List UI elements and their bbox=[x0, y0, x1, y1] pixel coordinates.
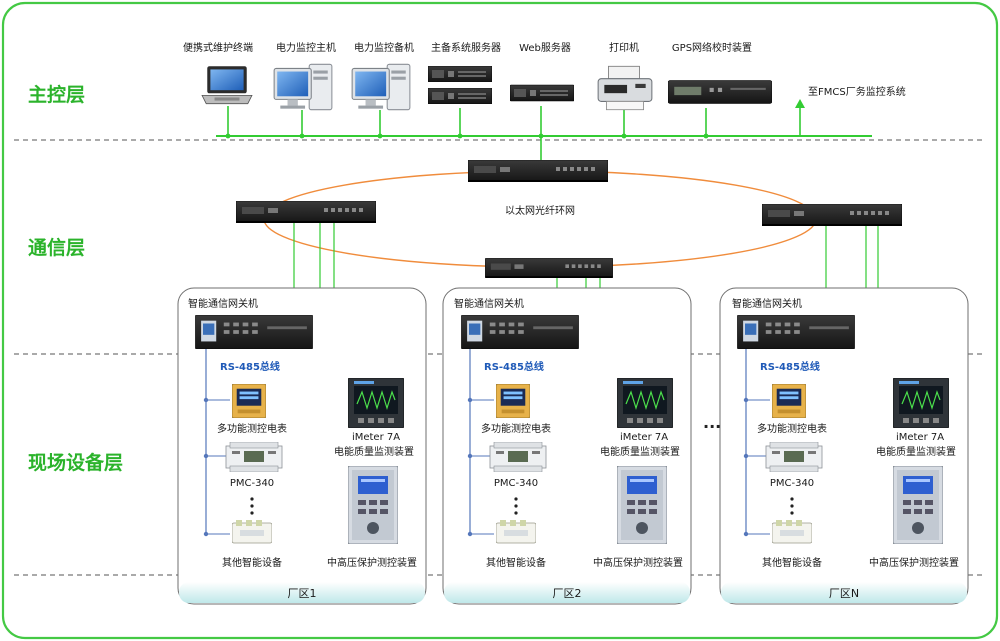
gateway-icon bbox=[736, 315, 856, 349]
gateway-label: 智能通信网关机 bbox=[732, 297, 802, 310]
gateway-label: 智能通信网关机 bbox=[454, 297, 524, 310]
protection-label: 中高压保护测控装置 bbox=[869, 556, 959, 569]
rs485-label: RS-485总线 bbox=[484, 360, 544, 373]
main-device-label: 打印机 bbox=[609, 41, 639, 54]
main-device-standby: 电力监控备机 bbox=[351, 41, 414, 111]
ellipsis-icon bbox=[514, 497, 518, 515]
rack-server-icon bbox=[428, 66, 492, 82]
main-device-label: Web服务器 bbox=[519, 41, 571, 54]
zone-name: 厂区1 bbox=[288, 587, 317, 600]
main-device-label: 便携式维护终端 bbox=[183, 41, 253, 54]
pmc-label: PMC-340 bbox=[770, 478, 814, 489]
zone-n: 厂区N 智能通信网关机 RS-485总线 多功能测控电表 PMC-340 其他智… bbox=[719, 287, 969, 605]
laptop-icon bbox=[201, 65, 253, 105]
protection-label: 中高压保护测控装置 bbox=[327, 556, 417, 569]
pmc-icon bbox=[225, 442, 283, 472]
pmc-icon bbox=[489, 442, 547, 472]
gps-clock-icon bbox=[668, 80, 772, 104]
ring-label: 以太网光纤环网 bbox=[505, 204, 575, 217]
main-bus bbox=[216, 99, 872, 166]
ellipsis-icon bbox=[250, 497, 254, 515]
switch-top bbox=[468, 160, 608, 182]
zone-name: 厂区N bbox=[829, 587, 859, 600]
layer-title-main: 主控层 bbox=[28, 83, 85, 106]
layer-title-comm: 通信层 bbox=[28, 236, 85, 259]
main-device-server: 主备系统服务器 bbox=[428, 41, 501, 104]
rack-server-icon bbox=[510, 84, 574, 102]
meter-label: 多功能测控电表 bbox=[481, 422, 551, 435]
meter-icon bbox=[772, 384, 806, 418]
zone-name: 厂区2 bbox=[553, 587, 582, 600]
imeter-icon bbox=[617, 378, 673, 428]
imeter-icon bbox=[348, 378, 404, 428]
imeter-model: iMeter 7A bbox=[896, 432, 944, 443]
rs485-label: RS-485总线 bbox=[220, 360, 280, 373]
main-device-label: 电力监控备机 bbox=[354, 41, 414, 54]
other-device-icon bbox=[772, 520, 812, 544]
pmc-label: PMC-340 bbox=[230, 478, 274, 489]
gateway-icon bbox=[460, 315, 580, 349]
gateway-icon bbox=[194, 315, 314, 349]
main-device-label: 主备系统服务器 bbox=[431, 41, 501, 54]
switch-bottom bbox=[484, 258, 614, 278]
main-device-web: Web服务器 bbox=[510, 41, 574, 102]
other-label: 其他智能设备 bbox=[486, 556, 546, 569]
imeter-desc: 电能质量监测装置 bbox=[600, 445, 680, 458]
main-device-label: GPS网络校时装置 bbox=[672, 41, 752, 54]
main-device-host: 电力监控主机 bbox=[273, 41, 336, 111]
protection-icon bbox=[893, 466, 943, 544]
switch-left bbox=[236, 201, 376, 223]
main-device-label: 电力监控主机 bbox=[276, 41, 336, 54]
imeter-icon bbox=[893, 378, 949, 428]
gateway-label: 智能通信网关机 bbox=[188, 297, 258, 310]
rs485-label: RS-485总线 bbox=[760, 360, 820, 373]
imeter-desc: 电能质量监测装置 bbox=[876, 445, 956, 458]
main-device-gps: GPS网络校时装置 bbox=[668, 41, 772, 104]
switch-right bbox=[762, 204, 902, 226]
zone-2: 厂区2 智能通信网关机 RS-485总线 多功能测控电表 PMC-340 其他智… bbox=[442, 287, 692, 605]
zone-band bbox=[444, 582, 690, 603]
layer-title-field: 现场设备层 bbox=[28, 451, 123, 474]
main-device-printer: 打印机 bbox=[597, 41, 653, 111]
protection-icon bbox=[348, 466, 398, 544]
rack-server-icon bbox=[428, 88, 492, 104]
ellipsis-icon bbox=[790, 497, 794, 515]
pmc-label: PMC-340 bbox=[494, 478, 538, 489]
zone-band bbox=[721, 582, 967, 603]
meter-label: 多功能测控电表 bbox=[757, 422, 827, 435]
imeter-model: iMeter 7A bbox=[620, 432, 668, 443]
other-label: 其他智能设备 bbox=[222, 556, 282, 569]
imeter-desc: 电能质量监测装置 bbox=[334, 445, 414, 458]
other-device-icon bbox=[496, 520, 536, 544]
meter-icon bbox=[232, 384, 266, 418]
pmc-icon bbox=[765, 442, 823, 472]
zone-gap-ellipsis: ··· bbox=[703, 417, 721, 436]
zone-band bbox=[179, 582, 425, 603]
meter-label: 多功能测控电表 bbox=[217, 422, 287, 435]
imeter-model: iMeter 7A bbox=[352, 432, 400, 443]
main-device-laptop: 便携式维护终端 bbox=[183, 41, 253, 105]
meter-icon bbox=[496, 384, 530, 418]
fmcs-label: 至FMCS厂务监控系统 bbox=[808, 85, 906, 98]
zone-1: 厂区1 智能通信网关机 RS-485总线 多功能测控电表 PMC-340 其他智… bbox=[177, 287, 427, 605]
other-label: 其他智能设备 bbox=[762, 556, 822, 569]
other-device-icon bbox=[232, 520, 272, 544]
protection-label: 中高压保护测控装置 bbox=[593, 556, 683, 569]
protection-icon bbox=[617, 466, 667, 544]
